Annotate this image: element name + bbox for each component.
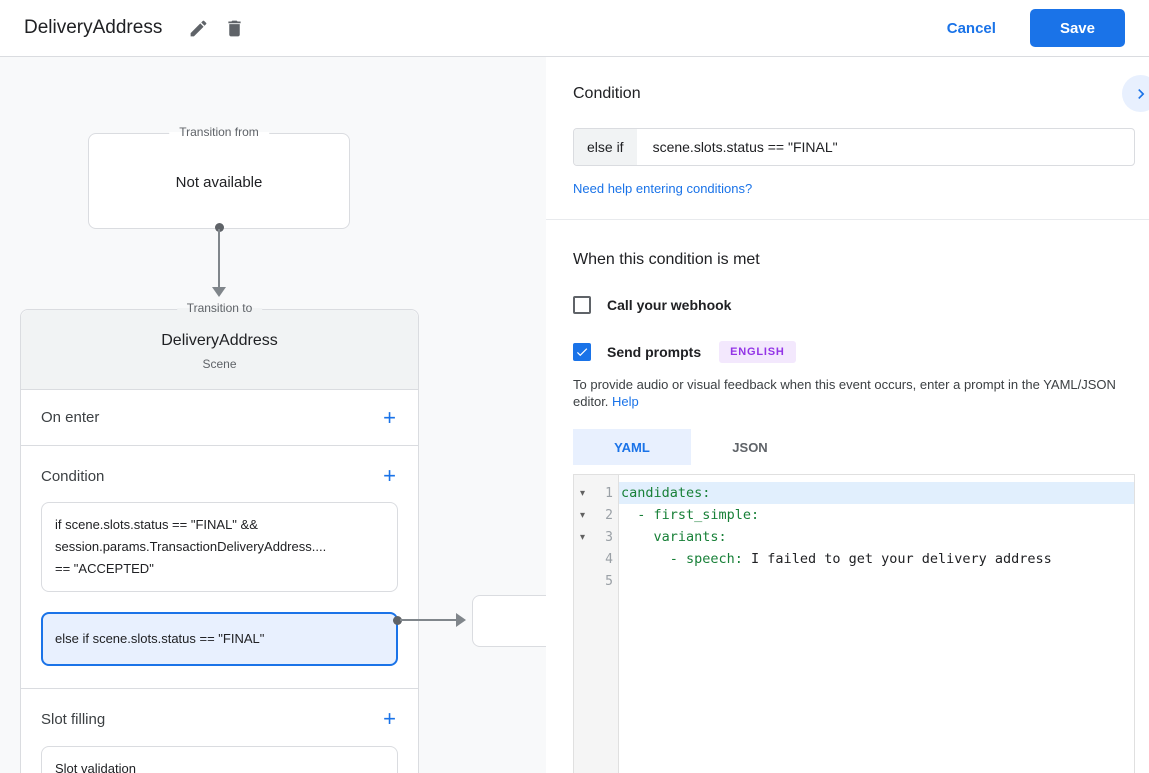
help-link[interactable]: Help xyxy=(612,394,639,409)
slot-filling-label: Slot filling xyxy=(41,710,106,728)
fold-arrow-icon[interactable]: ▾ xyxy=(579,487,586,499)
tab-json[interactable]: JSON xyxy=(732,439,768,455)
condition-1-line-1: if scene.slots.status == "FINAL" && xyxy=(55,517,258,532)
code-line: - speech: I failed to get your delivery … xyxy=(619,548,1134,570)
code-line xyxy=(619,570,1134,592)
condition-section-label: Condition xyxy=(41,467,105,485)
panel-title: Condition xyxy=(573,85,641,102)
scene-name: DeliveryAddress xyxy=(161,332,278,349)
condition-1-line-2: session.params.TransactionDeliveryAddres… xyxy=(55,539,327,554)
arrow-right-icon xyxy=(456,613,466,627)
prompt-description-text: To provide audio or visual feedback when… xyxy=(573,377,1116,409)
transition-target-node[interactable] xyxy=(472,595,546,647)
gutter-row: ▾ 3 xyxy=(574,526,618,548)
transition-from-value: Not available xyxy=(175,174,263,191)
cancel-button[interactable]: Cancel xyxy=(937,12,1006,45)
connector-line-vertical xyxy=(218,229,220,287)
scene-type: Scene xyxy=(202,357,237,371)
editor-gutter: ▾ 1 ▾ 2 ▾ 3 4 5 xyxy=(574,475,619,773)
slot-filling-section: Slot filling + Slot validation Transacti… xyxy=(21,689,418,773)
transition-from-label: Transition from xyxy=(169,125,269,139)
editor-tabs: YAML JSON xyxy=(573,429,1135,465)
conditions-help-link[interactable]: Need help entering conditions? xyxy=(573,181,753,196)
prompt-description: To provide audio or visual feedback when… xyxy=(573,376,1133,410)
condition-expression-input[interactable]: else if scene.slots.status == "FINAL" xyxy=(573,128,1135,166)
trash-icon xyxy=(224,18,245,39)
chevron-right-icon xyxy=(1131,84,1149,104)
line-number: 1 xyxy=(605,485,613,501)
save-button[interactable]: Save xyxy=(1029,9,1125,47)
connector-line-horizontal xyxy=(400,619,458,621)
line-number: 4 xyxy=(605,551,613,567)
add-slot-button[interactable]: + xyxy=(383,706,396,731)
gutter-row: ▾ 1 xyxy=(574,482,618,504)
tab-yaml[interactable]: YAML xyxy=(573,429,691,465)
condition-item-2-selected[interactable]: else if scene.slots.status == "FINAL" xyxy=(41,612,398,666)
topbar-actions: Cancel Save xyxy=(937,9,1125,47)
code-line: - first_simple: xyxy=(619,504,1134,526)
webhook-row: Call your webhook xyxy=(573,296,1135,314)
transition-to-scene-card: Transition to DeliveryAddress Scene On e… xyxy=(20,301,419,773)
yaml-key: - speech: xyxy=(621,551,743,567)
call-webhook-checkbox[interactable] xyxy=(573,296,591,314)
code-line: variants: xyxy=(619,526,1134,548)
yaml-code-editor[interactable]: ▾ 1 ▾ 2 ▾ 3 4 5 xyxy=(573,474,1135,773)
gutter-row: 4 xyxy=(574,548,618,570)
yaml-key: - first_simple: xyxy=(621,507,760,523)
condition-1-line-3: == "ACCEPTED" xyxy=(55,561,154,576)
fold-arrow-icon[interactable]: ▾ xyxy=(579,531,586,543)
yaml-key: candidates: xyxy=(621,485,711,501)
arrow-down-icon xyxy=(212,287,226,297)
flow-canvas: Transition from Not available Transition… xyxy=(0,57,546,773)
collapse-panel-button[interactable] xyxy=(1122,75,1149,112)
add-condition-button[interactable]: + xyxy=(383,463,396,488)
editor-code-area[interactable]: candidates: - first_simple: variants: - … xyxy=(619,475,1134,773)
language-badge: ENGLISH xyxy=(719,341,796,363)
connector-dot xyxy=(215,223,224,232)
condition-expression-value[interactable]: scene.slots.status == "FINAL" xyxy=(652,139,838,155)
when-condition-met-title: When this condition is met xyxy=(573,251,760,268)
condition-item-1[interactable]: if scene.slots.status == "FINAL" && sess… xyxy=(41,502,398,592)
top-bar: DeliveryAddress Cancel Save xyxy=(0,0,1149,57)
page-title: DeliveryAddress xyxy=(24,17,163,38)
on-enter-label: On enter xyxy=(41,409,100,426)
add-on-enter-button[interactable]: + xyxy=(383,404,396,430)
edit-title-button[interactable] xyxy=(180,10,216,46)
line-number: 2 xyxy=(605,507,613,523)
connector-dot xyxy=(393,616,402,625)
condition-prefix: else if xyxy=(574,129,637,165)
line-number: 3 xyxy=(605,529,613,545)
divider xyxy=(546,219,1149,220)
scene-card-header[interactable]: DeliveryAddress Scene xyxy=(21,310,418,390)
send-prompts-label: Send prompts xyxy=(607,344,702,360)
yaml-value: I failed to get your delivery address xyxy=(742,551,1052,567)
condition-detail-panel: Condition else if scene.slots.status == … xyxy=(546,57,1149,773)
gutter-row: ▾ 2 xyxy=(574,504,618,526)
yaml-key: variants: xyxy=(621,529,727,545)
transition-from-node[interactable]: Transition from Not available xyxy=(88,125,350,229)
on-enter-row[interactable]: On enter + xyxy=(21,390,418,446)
call-webhook-label: Call your webhook xyxy=(607,297,732,313)
line-number: 5 xyxy=(605,573,613,589)
send-prompts-row: Send prompts ENGLISH xyxy=(573,341,1135,363)
checkmark-icon xyxy=(575,345,589,359)
condition-section: Condition + if scene.slots.status == "FI… xyxy=(21,446,418,689)
fold-arrow-icon[interactable]: ▾ xyxy=(579,509,586,521)
slot-item-validation[interactable]: Slot validation xyxy=(41,746,398,773)
delete-scene-button[interactable] xyxy=(216,10,252,46)
pencil-icon xyxy=(188,18,209,39)
send-prompts-checkbox[interactable] xyxy=(573,343,591,361)
transition-to-label: Transition to xyxy=(176,301,263,315)
gutter-row: 5 xyxy=(574,570,618,592)
code-line: candidates: xyxy=(619,482,1134,504)
